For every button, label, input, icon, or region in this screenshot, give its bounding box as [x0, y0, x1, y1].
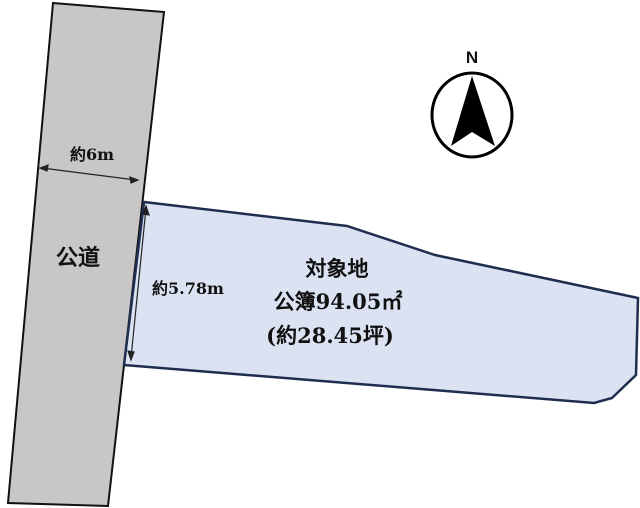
- frontage-dimension: [127, 204, 150, 362]
- subject-lot: [122, 200, 640, 405]
- public-road: [6, 1, 166, 508]
- north-arrow-icon: [451, 76, 495, 146]
- lot-area: 公簿94.05㎡: [274, 289, 403, 314]
- lot-title: 対象地: [306, 256, 369, 281]
- road-width-dimension: [38, 164, 140, 184]
- road-width-label: 約6m: [70, 145, 114, 164]
- lot-tsubo: (約28.45坪): [266, 323, 394, 348]
- north-compass: N: [430, 48, 514, 159]
- north-label: N: [466, 48, 478, 67]
- frontage-label: 約5.78m: [152, 279, 224, 298]
- road-label: 公道: [56, 245, 100, 271]
